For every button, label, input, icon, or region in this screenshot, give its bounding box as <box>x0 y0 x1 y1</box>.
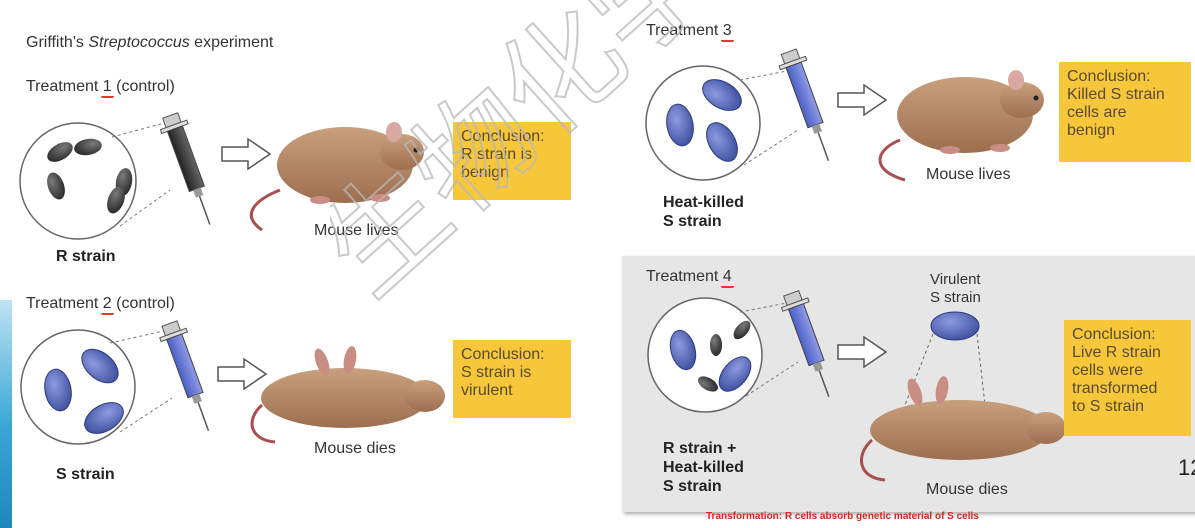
treatment-3-arrow <box>838 85 886 115</box>
treatment-3-mouse <box>880 70 1044 180</box>
treatment-1-label: Treatment 1 (control) <box>26 78 175 96</box>
treatment-2-conclusion: Conclusion: S strain is virulent <box>453 340 571 418</box>
treatment-2-strain-label: S strain <box>56 465 115 484</box>
transformation-footnote: Transformation: R cells absorb genetic m… <box>706 511 979 522</box>
treatment-4-outcome: Mouse dies <box>926 481 1008 499</box>
treatment-3-strain-label: Heat-killed S strain <box>663 193 744 231</box>
treatment-1-outcome: Mouse lives <box>314 222 398 240</box>
treatment-2-outcome: Mouse dies <box>314 440 396 458</box>
treatment-2-culture <box>21 330 135 444</box>
treatment-4-arrow <box>838 337 886 367</box>
treatment-1-strain-label: R strain <box>56 247 116 266</box>
treatment-3-label: Treatment 3 <box>646 22 732 40</box>
treatment-2-label: Treatment 2 (control) <box>26 295 175 313</box>
treatment-1-culture <box>20 123 136 239</box>
virulent-s-strain-label: Virulent S strain <box>930 271 981 307</box>
treatment-2-mouse-dead <box>252 345 445 442</box>
treatment-4-label: Treatment 4 <box>646 268 732 286</box>
treatment-1-mouse <box>251 122 424 230</box>
treatment-3-conclusion: Conclusion: Killed S strain cells are be… <box>1059 62 1191 162</box>
treatment-4-strain-label: R strain + Heat-killed S strain <box>663 439 744 496</box>
treatment-2-arrow <box>218 359 266 389</box>
treatment-1-conclusion: Conclusion: R strain is benign <box>453 122 571 200</box>
treatment-4-culture <box>648 298 762 412</box>
treatment-4-mouse-dead <box>861 375 1066 480</box>
slide-number: 12 <box>1178 455 1195 481</box>
treatment-3-outcome: Mouse lives <box>926 166 1010 184</box>
treatment-3-culture <box>646 66 760 180</box>
treatment-1-arrow <box>222 139 270 169</box>
treatment-4-conclusion: Conclusion: Live R strain cells were tra… <box>1064 320 1191 436</box>
